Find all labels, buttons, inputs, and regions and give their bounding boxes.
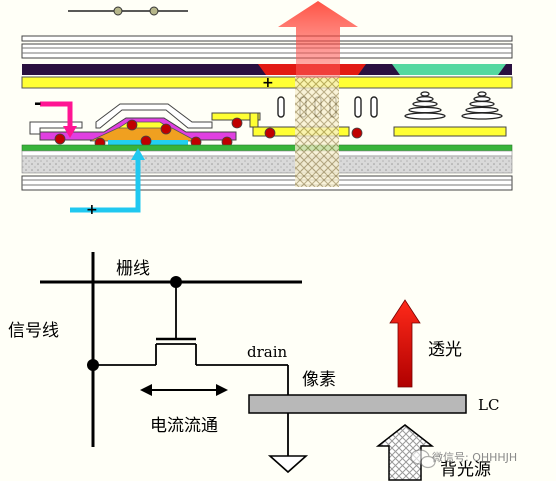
emitted-light-arrow	[278, 1, 358, 78]
watermark-text: 微信号: OHHHJH	[432, 451, 518, 464]
lc-label: LC	[478, 396, 500, 414]
common-electrode	[21, 76, 513, 89]
top-glass-substrate	[21, 35, 513, 59]
drain-label: drain	[247, 343, 288, 361]
gate-insulator-layers	[21, 144, 513, 174]
pixel-electrode-plate	[248, 394, 467, 414]
cyan-gate-line	[70, 148, 145, 213]
lc-molecules-stacked	[404, 91, 503, 120]
magenta-data-line	[40, 101, 77, 138]
transmitted-light-arrow	[389, 299, 421, 388]
light-through-label: 透光	[428, 340, 462, 360]
cross-section: +	[21, 1, 513, 218]
gate-line-label: 栅线	[116, 259, 150, 279]
polarizer-symbol	[68, 6, 188, 16]
backlight-label: 背光源	[440, 460, 491, 480]
current-flow-arrow	[140, 384, 228, 396]
plus-sign-top: +	[262, 75, 274, 91]
tft-structure	[29, 103, 363, 149]
wechat-icon	[410, 449, 436, 469]
plus-sign-bottom: +	[86, 202, 98, 218]
bottom-glass-substrate	[21, 175, 513, 191]
ground-symbol	[267, 413, 309, 474]
source-node	[87, 359, 99, 371]
equivalent-circuit	[40, 252, 467, 481]
light-path-column	[295, 77, 339, 187]
current-flow-label: 电流流通	[150, 416, 218, 436]
color-filter-layer	[22, 64, 512, 75]
backlight-arrow	[375, 424, 435, 481]
pixel-label: 像素	[302, 370, 336, 390]
minus-sign: -	[34, 93, 41, 114]
signal-line-label: 信号线	[8, 321, 59, 341]
